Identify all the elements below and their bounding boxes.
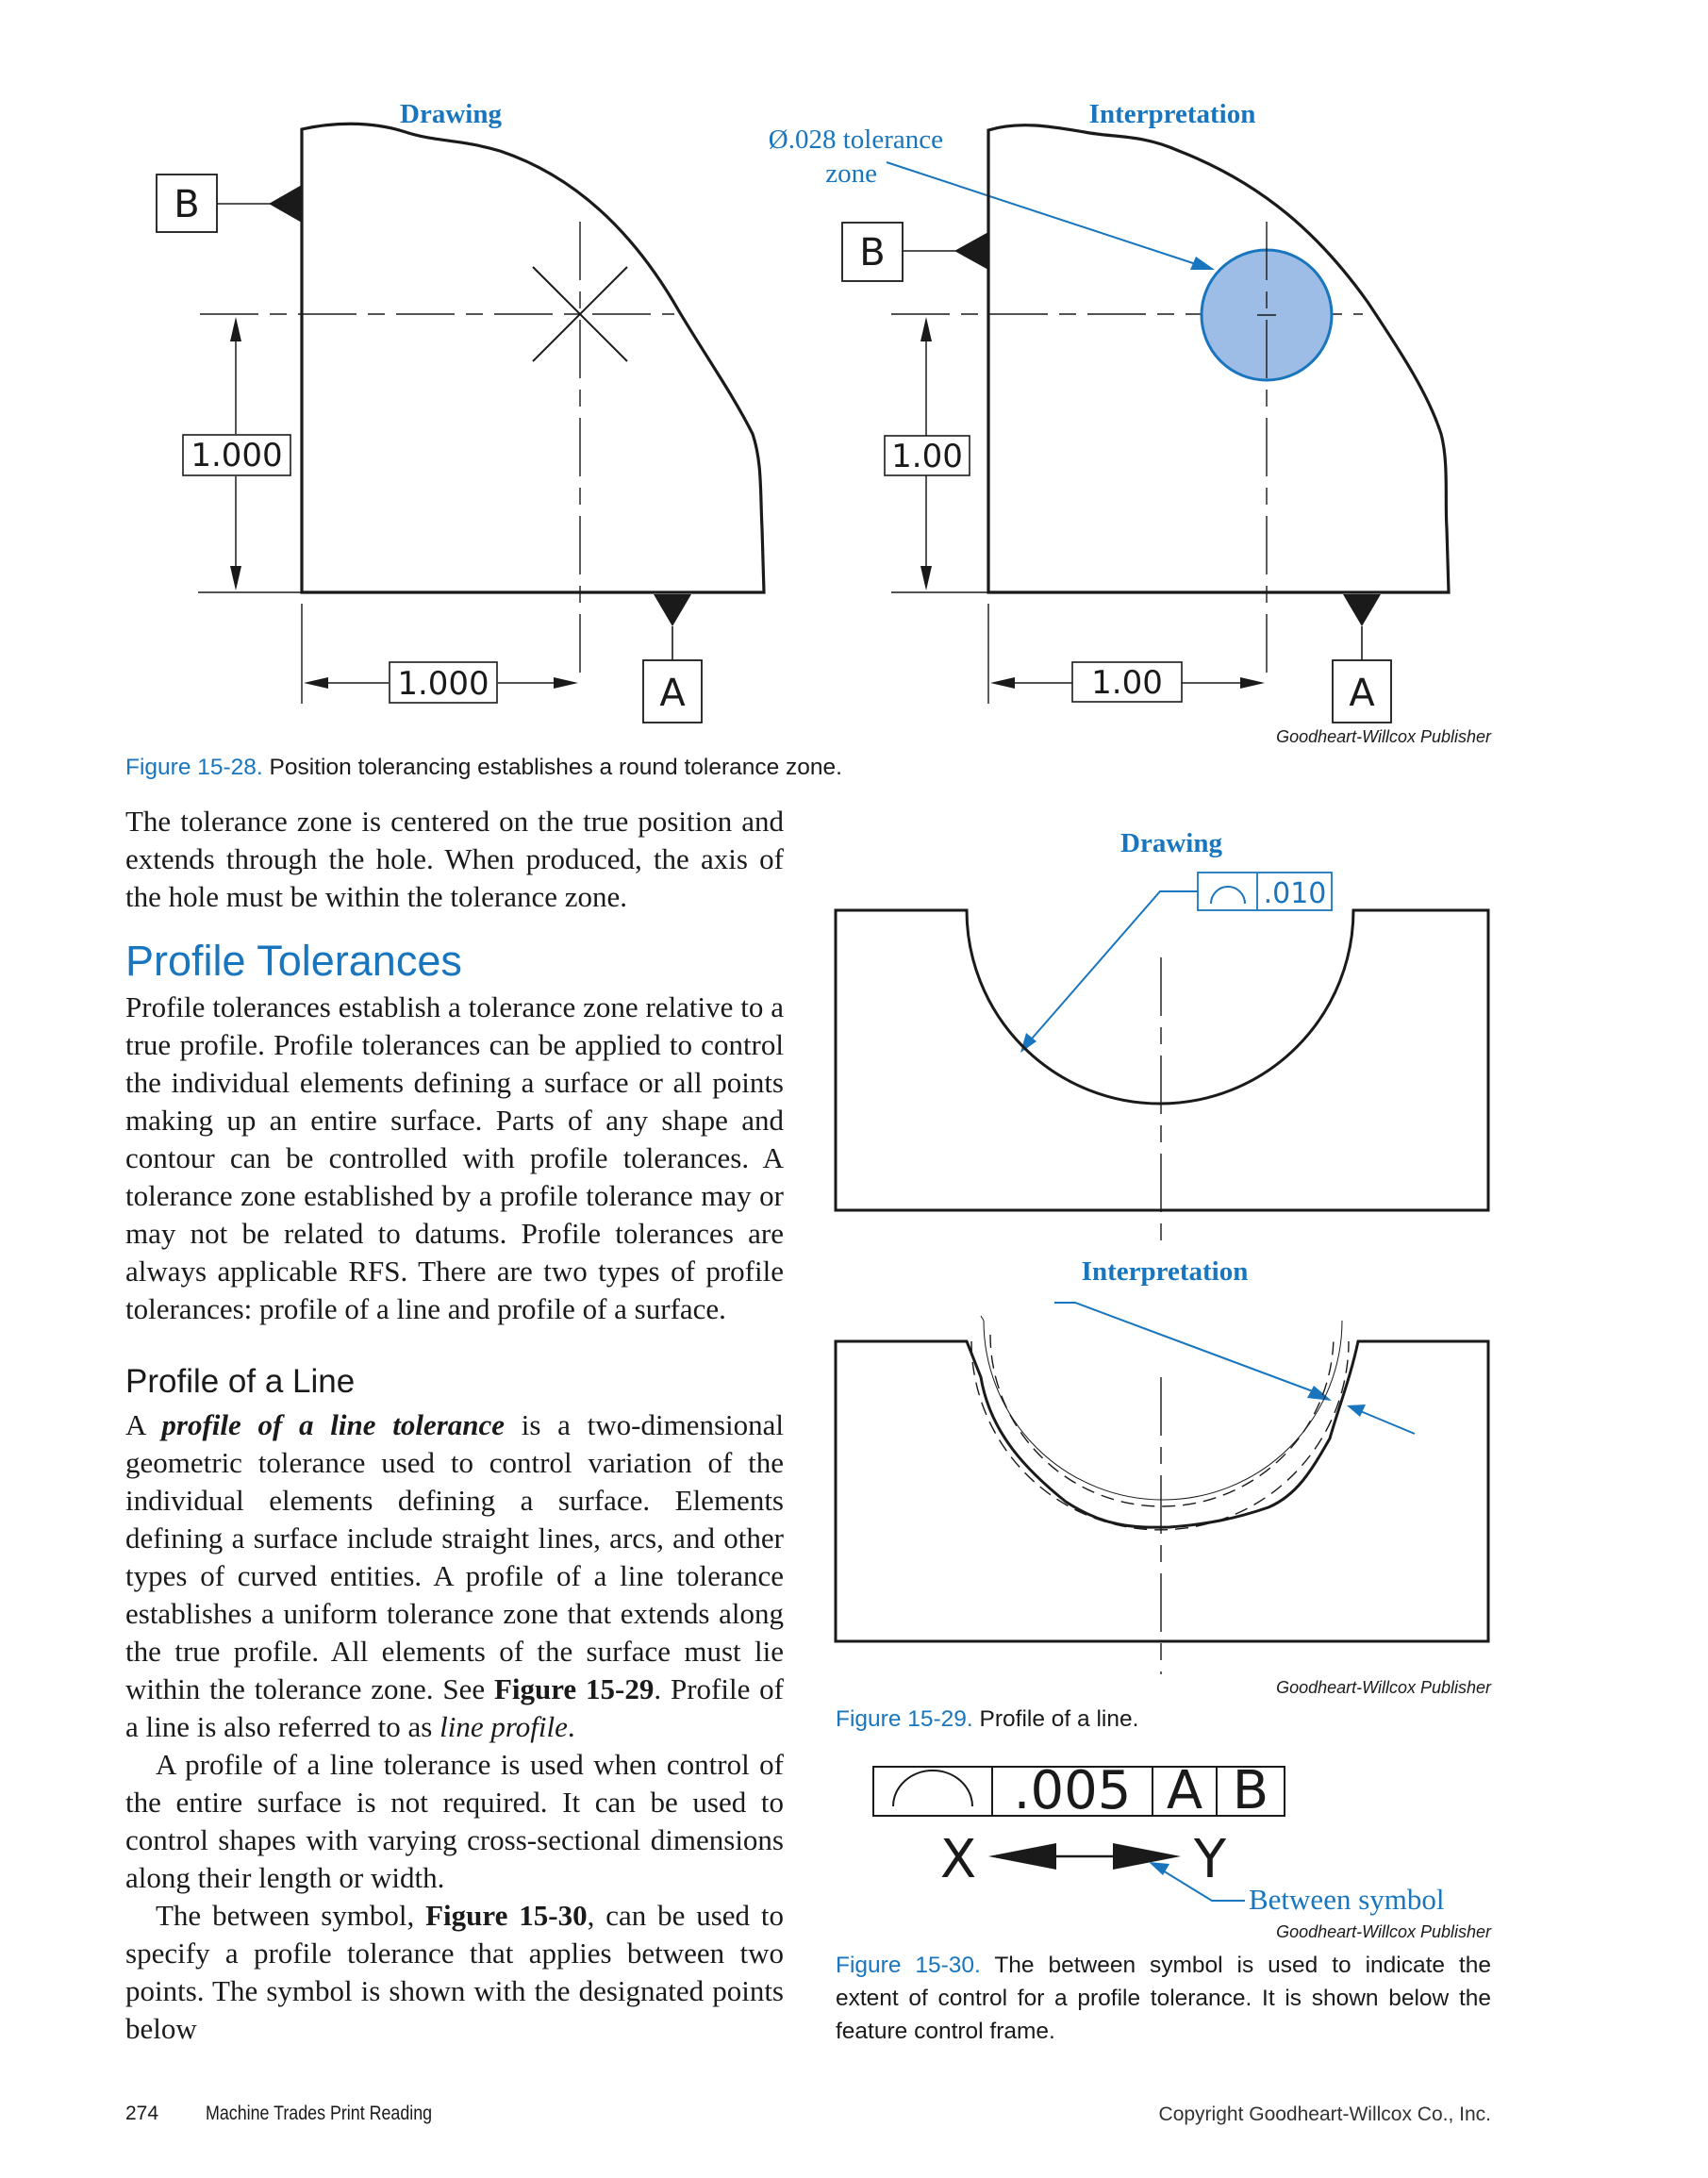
footer-page-number: 274 xyxy=(125,2103,159,2124)
fig28-interp-vertical-dim: 1.00 xyxy=(891,438,963,475)
fig29-fcf-value: .010 xyxy=(1264,877,1327,910)
footer-book-title: Machine Trades Print Reading xyxy=(206,2103,433,2124)
fig30-point-y: Y xyxy=(1193,1829,1227,1890)
fig28-interp-horizontal-dim: 1.00 xyxy=(1091,664,1163,702)
body-column: The tolerance zone is centered on the tr… xyxy=(125,803,784,2048)
p1-part-b: is a two-dimensional geometric tolerance… xyxy=(125,1408,784,1705)
ref-figure-15-30: Figure 15-30 xyxy=(425,1899,588,1932)
fig28-drawing-label: Drawing xyxy=(400,99,502,129)
fig28-interp-datum-a-triangle xyxy=(1343,594,1381,626)
fig28-tolerance-zone-label-line2: zone xyxy=(825,158,877,189)
fig28-tolerance-zone-leader xyxy=(886,161,1197,265)
fig29-caption-text: Profile of a line. xyxy=(972,1706,1139,1732)
fig29-caption-number: Figure 15-29. xyxy=(836,1706,973,1732)
fig29-drawing-label: Drawing xyxy=(1120,828,1222,858)
fig28-drawing-horizontal-dim-box xyxy=(389,661,498,704)
fig30-between-arrow-left xyxy=(988,1843,1056,1870)
fig28-drawing-vertical-dim: 1.000 xyxy=(191,437,282,474)
fig28-datum-a-triangle xyxy=(654,594,691,626)
fig28-caption-number: Figure 15-28. xyxy=(125,755,263,780)
fig30-credit: Goodheart-Willcox Publisher xyxy=(1276,1922,1491,1941)
ref-figure-15-29: Figure 15-29 xyxy=(493,1672,655,1705)
fig28-interp-vertical-dim-box xyxy=(884,435,970,476)
fig28-drawing-horizontal-dim: 1.000 xyxy=(397,665,489,703)
p1-part-a: A xyxy=(125,1408,162,1441)
subsection-heading-profile-of-a-line: Profile of a Line xyxy=(125,1363,356,1400)
fig28-datum-a-letter: A xyxy=(659,672,686,715)
figure-15-30-diagram: .005 A B X Y Between symbol xyxy=(872,1760,1445,1916)
fig30-profile-of-line-icon xyxy=(892,1770,973,1807)
fig29-thin-circle-guide xyxy=(983,1320,1343,1501)
fig28-drawing-vertical-dim-box xyxy=(182,434,291,476)
fig28-credit: Goodheart-Willcox Publisher xyxy=(1276,727,1491,746)
fig29-leader xyxy=(1025,890,1198,1046)
fig28-tolerance-zone-label-line1: Ø.028 tolerance xyxy=(769,125,943,155)
fig29-tolerance-arc-outer xyxy=(970,1340,1350,1531)
fig28-datum-b-triangle xyxy=(269,185,302,223)
fig28-datum-a-frame xyxy=(642,659,703,723)
fig29-profile-of-line-icon xyxy=(1210,886,1246,905)
profile-of-line-paragraph-2: A profile of a line tolerance is used wh… xyxy=(125,1748,784,1894)
fig30-caption: Figure 15-30. The between symbol is used… xyxy=(836,1949,1491,2048)
fig30-caption-text: The between symbol is used to indicate t… xyxy=(836,1953,1491,2044)
p3-part-a: The between symbol, xyxy=(156,1899,426,1932)
fig28-interp-datum-a-letter: A xyxy=(1349,672,1375,715)
fig30-between-arrow-right xyxy=(1113,1843,1181,1870)
fig28-interp-datum-b-triangle xyxy=(954,232,988,270)
fig28-drawing-part-outline xyxy=(300,122,766,594)
fig30-datum-a: A xyxy=(1167,1760,1202,1821)
fig29-tolerance-zone-leader xyxy=(1054,1302,1321,1395)
p1-part-c: . Profile of a line is also referred to … xyxy=(125,1672,784,1743)
footer-copyright: Copyright Goodheart-Willcox Co., Inc. xyxy=(1158,2103,1491,2125)
fig30-fcf-value: .005 xyxy=(1014,1760,1132,1821)
fig28-interp-datum-b-frame xyxy=(841,222,904,282)
fig30-between-label: Between symbol xyxy=(1249,1883,1445,1916)
fig28-caption: Figure 15-28. Position tolerancing estab… xyxy=(125,755,842,781)
fig29-drawing-part xyxy=(834,908,1490,1212)
fig28-datum-b-letter: B xyxy=(174,183,199,226)
fig29-interpretation-label: Interpretation xyxy=(1082,1256,1249,1287)
profile-of-line-paragraph-3: The between symbol, Figure 15-30, can be… xyxy=(125,1897,784,2048)
section-heading-profile-tolerances: Profile Tolerances xyxy=(125,937,462,985)
fig30-feature-control-frame xyxy=(872,1766,1285,1817)
figure-15-28-diagram: Drawing B 1.000 1.000 A Interpretation Ø… xyxy=(156,99,1451,723)
fig28-interp-part-outline xyxy=(987,124,1451,594)
profile-of-line-paragraph-1: A profile of a line tolerance is a two-d… xyxy=(125,1406,784,1746)
fig30-datum-b: B xyxy=(1233,1760,1269,1821)
fig29-credit: Goodheart-Willcox Publisher xyxy=(1276,1678,1491,1697)
profile-tolerances-paragraph: Profile tolerances establish a tolerance… xyxy=(125,990,784,1325)
figure-15-29-diagram: Drawing .010 Interpretation xyxy=(834,828,1490,1674)
fig28-caption-text: Position tolerancing establishes a round… xyxy=(262,755,842,780)
fig28-interp-horizontal-dim-box xyxy=(1071,661,1183,703)
term-profile-of-a-line-tolerance: profile of a line tolerance xyxy=(161,1408,506,1441)
fig28-interp-datum-b-letter: B xyxy=(859,231,885,274)
p1-part-d: . xyxy=(567,1710,575,1743)
intro-paragraph: The tolerance zone is centered on the tr… xyxy=(125,805,784,913)
fig28-interp-datum-a-frame xyxy=(1332,659,1392,723)
fig30-caption-number: Figure 15-30. xyxy=(836,1953,981,1978)
fig29-caption: Figure 15-29. Profile of a line. xyxy=(836,1706,1138,1733)
p3-part-b: , can be used to specify a profile toler… xyxy=(125,1899,785,2045)
fig30-point-x: X xyxy=(940,1829,976,1890)
fig30-between-leader xyxy=(1157,1867,1245,1902)
fig28-interpretation-label: Interpretation xyxy=(1089,99,1256,129)
term-line-profile: line profile xyxy=(439,1710,568,1743)
